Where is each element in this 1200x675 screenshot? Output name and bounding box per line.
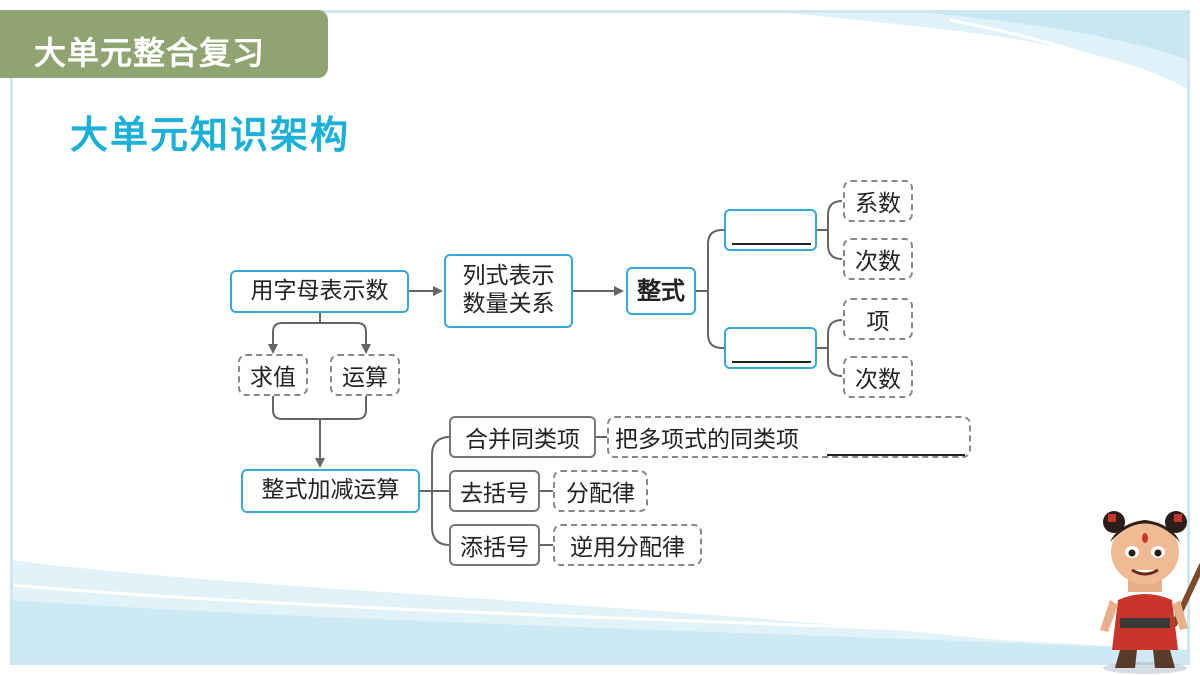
- node-coefficient: 系数: [843, 180, 913, 222]
- node-combine-desc: 把多项式的同类项: [607, 416, 971, 458]
- page-title: 大单元知识架构: [70, 113, 351, 157]
- node-operate: 运算: [330, 354, 400, 396]
- frame-bottom: [10, 662, 1190, 665]
- node-evaluate: 求值: [238, 354, 308, 396]
- node-remove-brackets: 去括号: [449, 470, 540, 512]
- node-distributive: 分配律: [553, 470, 648, 512]
- node-blank-upper: [724, 209, 817, 251]
- node-combine-like-terms: 合并同类项: [449, 416, 596, 458]
- node-degree-1: 次数: [843, 238, 913, 280]
- node-polynomial: 整式: [626, 267, 696, 315]
- frame-left: [10, 10, 13, 665]
- mascot-icon: [1100, 511, 1200, 674]
- header-tab: 大单元整合复习: [0, 10, 328, 78]
- header-title: 大单元整合复习: [34, 34, 266, 72]
- node-add-brackets: 添括号: [449, 524, 540, 566]
- combine-desc-text: 把多项式的同类项: [615, 427, 799, 453]
- node-add-subtract: 整式加减运算: [241, 469, 420, 513]
- node-degree-2: 次数: [843, 356, 913, 398]
- node-use-letters: 用字母表示数: [230, 270, 409, 313]
- node-blank-lower: [724, 327, 817, 369]
- answer-blank-upper: [732, 243, 811, 245]
- frame-top: [12, 10, 1188, 13]
- node-term: 项: [843, 298, 913, 340]
- node-reverse-distributive: 逆用分配律: [553, 524, 702, 566]
- node-expression: 列式表示 数量关系: [444, 254, 573, 328]
- frame-right: [1187, 10, 1190, 665]
- answer-blank-lower: [732, 361, 811, 363]
- answer-blank-combine: [827, 454, 965, 456]
